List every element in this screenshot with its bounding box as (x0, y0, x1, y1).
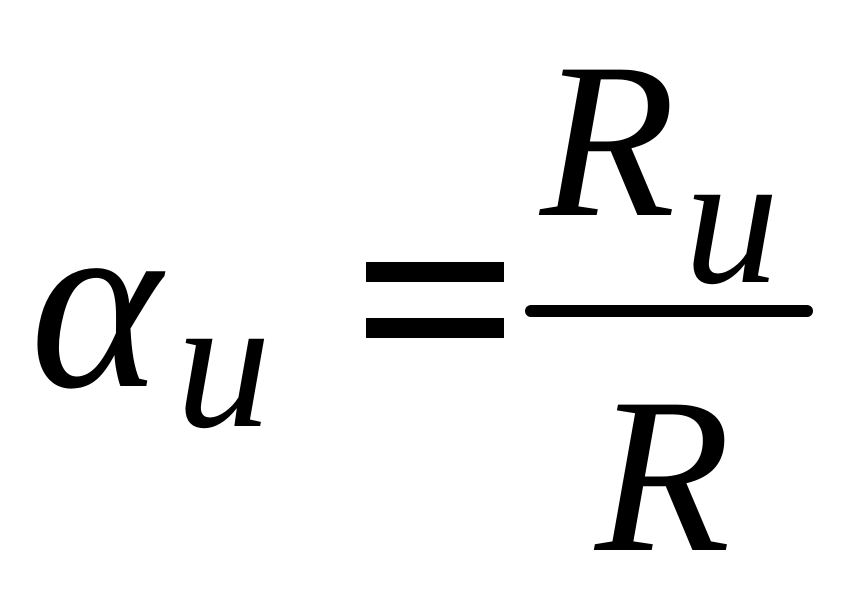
alpha-symbol: α (30, 164, 162, 441)
numerator-subscript: u (684, 114, 779, 324)
numerator-r: R (540, 18, 676, 264)
fraction-bar (525, 305, 813, 317)
equals-bottom-bar (366, 318, 504, 338)
equals-top-bar (366, 262, 504, 282)
denominator-r: R (595, 353, 731, 599)
alpha-subscript: u (176, 258, 271, 468)
